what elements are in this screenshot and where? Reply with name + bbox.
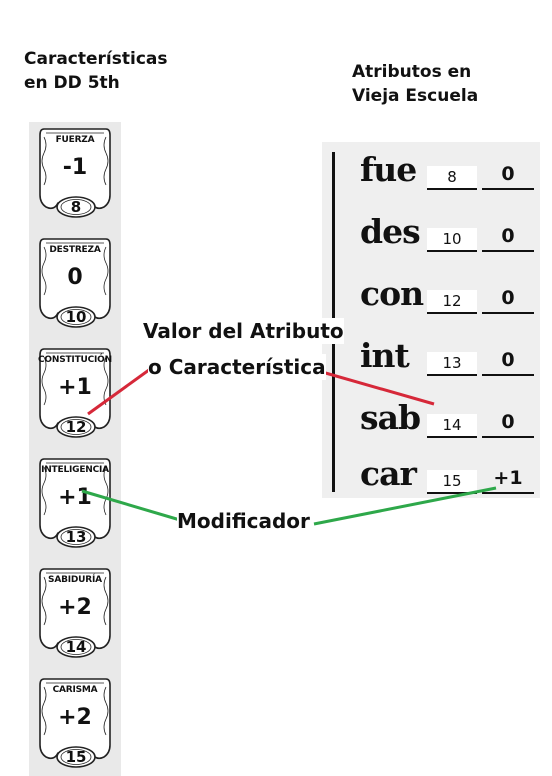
card-frame — [39, 568, 111, 658]
attribute-modifier: 0 — [482, 346, 534, 376]
attribute-abbr: con — [360, 274, 424, 313]
stat-card: FUERZA -1 8 — [36, 125, 114, 218]
attribute-modifier: 0 — [482, 222, 534, 252]
stat-name: CONSTITUCIÓN — [38, 355, 112, 365]
attribute-abbr: car — [360, 454, 417, 493]
stat-name: DESTREZA — [49, 245, 101, 255]
modificador-line-left — [81, 489, 181, 522]
card-frame — [39, 238, 111, 328]
valor-label-line1: Valor del Atributo — [143, 318, 344, 344]
attribute-modifier: 0 — [482, 408, 534, 438]
title-5e-line1: Características — [24, 49, 168, 69]
stat-modifier: -1 — [62, 155, 88, 180]
attribute-row: car 15+1 — [322, 454, 540, 514]
stat-card: DESTREZA 0 10 — [36, 235, 114, 328]
card-frame — [39, 678, 111, 768]
attribute-score: 13 — [427, 352, 477, 376]
stat-value: 15 — [65, 748, 87, 766]
card-frame — [39, 348, 111, 438]
stat-modifier: +1 — [58, 375, 92, 400]
stat-strip-5e — [29, 122, 121, 776]
attribute-score: 8 — [427, 166, 477, 190]
title-5e-line2: en DD 5th — [24, 73, 120, 93]
valor-label-line2: o Característica — [148, 354, 326, 380]
card-frame — [39, 458, 111, 548]
title-old-school-line2: Vieja Escuela — [352, 86, 479, 106]
attribute-abbr: des — [360, 212, 421, 251]
stat-value: 12 — [65, 418, 87, 436]
attribute-abbr: fue — [360, 150, 417, 189]
stat-modifier: +1 — [58, 485, 92, 510]
stat-value: 10 — [65, 308, 87, 326]
stat-name: CARISMA — [52, 685, 98, 695]
title-5e: Características en DD 5th — [24, 47, 174, 95]
stat-card: INTELIGENCIA +1 13 — [36, 455, 114, 548]
stat-card: CONSTITUCIÓN +1 12 — [36, 345, 114, 438]
stat-value: 14 — [65, 638, 87, 656]
stat-modifier: +2 — [58, 705, 92, 730]
stat-name: INTELIGENCIA — [41, 465, 109, 475]
attribute-score: 14 — [427, 414, 477, 438]
attribute-score: 10 — [427, 228, 477, 252]
attribute-modifier: 0 — [482, 160, 534, 190]
stat-card: SABIDURÍA +2 14 — [36, 565, 114, 658]
attribute-score: 15 — [427, 470, 477, 494]
stat-modifier: 0 — [67, 265, 83, 290]
card-frame — [39, 128, 111, 218]
attribute-abbr: int — [360, 336, 410, 375]
stat-card: CARISMA +2 15 — [36, 675, 114, 768]
stat-name: SABIDURÍA — [48, 575, 102, 585]
stat-modifier: +2 — [58, 595, 92, 620]
modificador-line-right — [313, 486, 497, 526]
attribute-modifier: 0 — [482, 284, 534, 314]
stat-name: FUERZA — [55, 135, 95, 145]
stat-value: 8 — [70, 198, 82, 216]
stat-value: 13 — [65, 528, 87, 546]
attribute-modifier: +1 — [482, 464, 534, 494]
valor-line-right — [321, 370, 435, 406]
title-old-school: Atributos en Vieja Escuela — [352, 60, 502, 108]
title-old-school-line1: Atributos en — [352, 62, 472, 82]
attribute-abbr: sab — [360, 398, 421, 437]
attribute-score: 12 — [427, 290, 477, 314]
modificador-label: Modificador — [177, 508, 310, 534]
